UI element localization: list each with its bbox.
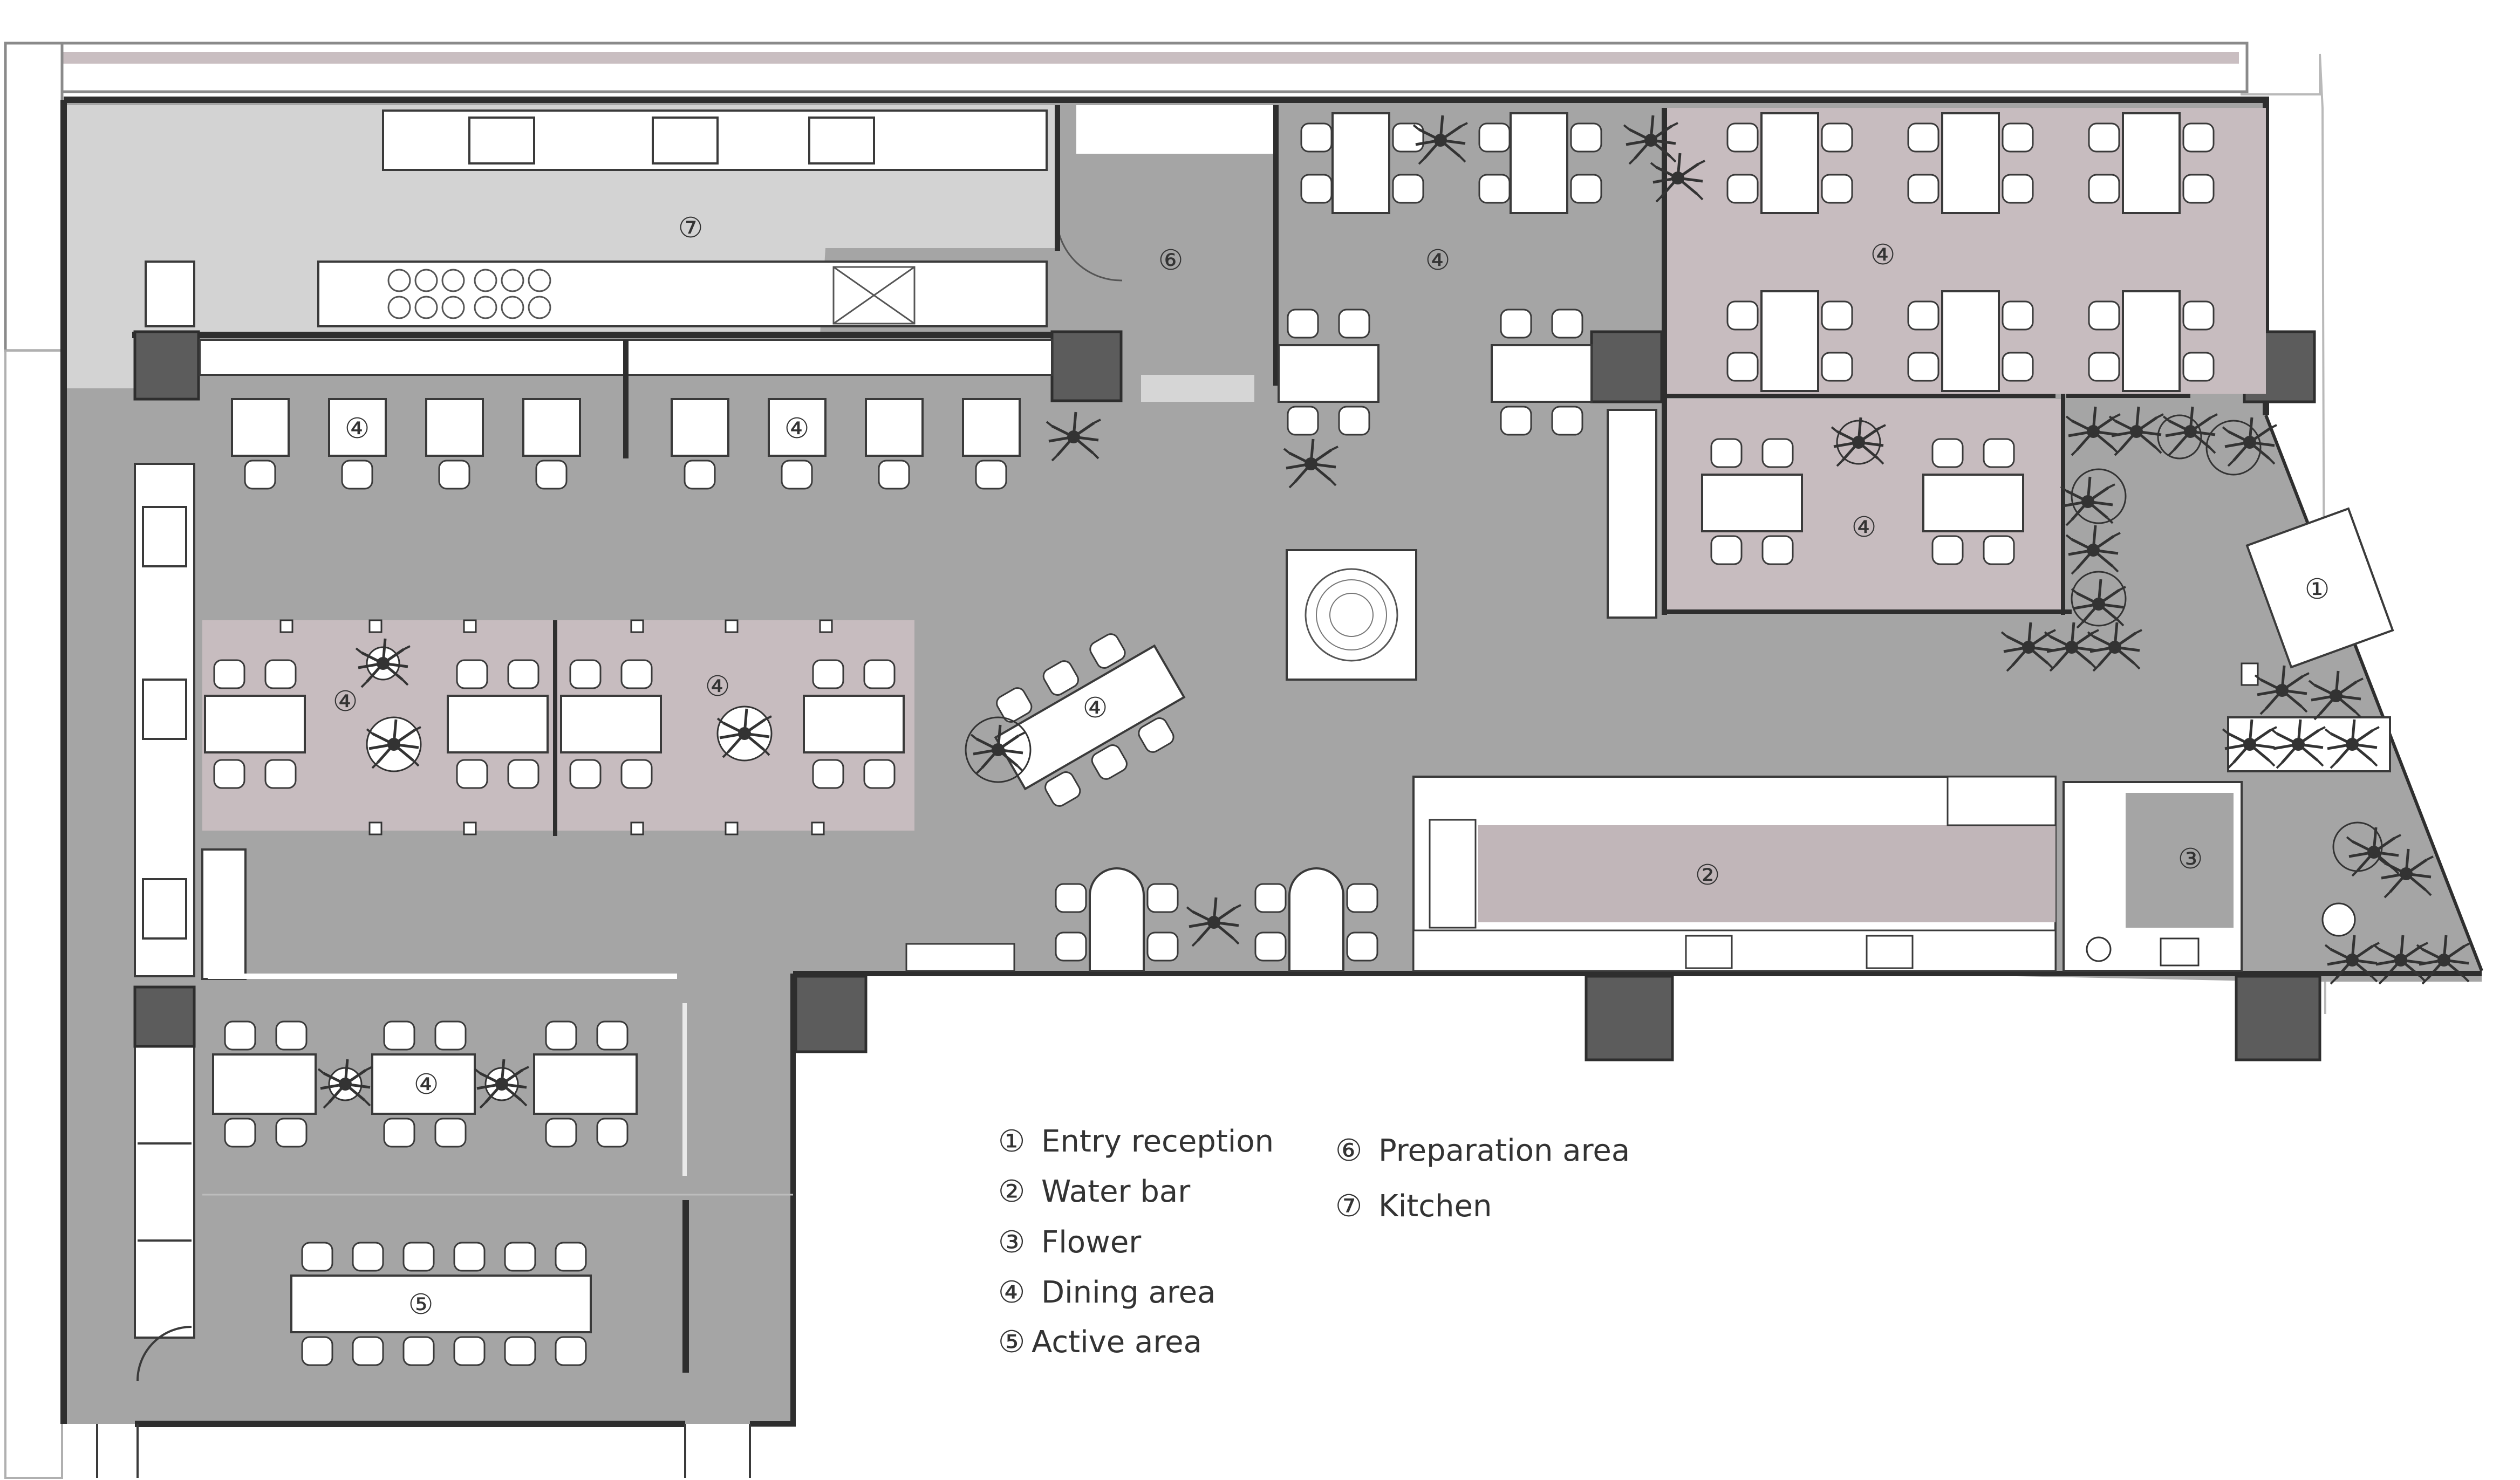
structural-columns xyxy=(133,330,2321,1061)
legend-item: ① Entry reception xyxy=(998,1124,1274,1159)
flower-room: ③ xyxy=(2063,781,2471,984)
dining-row-top: ④ ④ xyxy=(231,398,1021,490)
dining-top-right: ④ xyxy=(1726,112,2215,392)
dining-top-middle: ④ xyxy=(1278,112,1705,436)
flower-marker: ③ xyxy=(2178,843,2203,875)
dining-strip-middle: ④ ④ xyxy=(204,619,905,835)
planters-right xyxy=(2002,407,2277,671)
legend-marker: ⑦ xyxy=(1335,1189,1362,1224)
threshold xyxy=(1141,375,1254,402)
legend-marker: ③ xyxy=(998,1225,1025,1260)
legend-label: Water bar xyxy=(1041,1174,1191,1209)
legend-marker: ④ xyxy=(998,1275,1025,1310)
legend-item: ⑥ Preparation area xyxy=(1335,1133,1630,1168)
legend-marker: ⑤ xyxy=(998,1325,1025,1360)
legend-item: ④ Dining area xyxy=(998,1275,1215,1310)
dining-marker: ④ xyxy=(1870,239,1896,271)
legend-label: Flower xyxy=(1041,1225,1142,1260)
divider xyxy=(623,340,629,458)
entry-reception-marker: ① xyxy=(2305,573,2330,606)
preparation-area-marker: ⑥ xyxy=(1158,244,1184,277)
active-area: ⑤ xyxy=(290,1242,592,1366)
legend-marker: ⑥ xyxy=(1335,1133,1362,1168)
dining-lower-left: ④ xyxy=(202,974,793,1373)
dining-marker: ④ xyxy=(1852,511,1877,544)
dining-mid-right: ④ xyxy=(1701,417,2024,565)
interior-walls xyxy=(132,105,2190,615)
legend-item: ⑦ Kitchen xyxy=(1335,1189,1492,1224)
legend-label: Kitchen xyxy=(1378,1189,1492,1224)
diagonal-table xyxy=(993,631,1186,810)
service-fixtures xyxy=(96,463,751,1478)
legend-marker: ② xyxy=(998,1174,1025,1209)
water-bar: ② xyxy=(1412,776,2057,972)
central-flower-feature xyxy=(1286,549,1417,681)
legend-label: Dining area xyxy=(1041,1275,1215,1310)
kitchen-counters: ⑦ xyxy=(145,109,1048,327)
kitchen-marker: ⑦ xyxy=(678,212,704,244)
dining-marker: ④ xyxy=(345,413,370,445)
legend-label: Active area xyxy=(1032,1325,1202,1360)
legend-item: ⑤ Active area xyxy=(998,1325,1202,1360)
dining-marker: ④ xyxy=(414,1068,439,1101)
legend-label: Preparation area xyxy=(1378,1133,1630,1168)
dining-marker: ④ xyxy=(784,413,810,445)
entry-reception: ① xyxy=(2223,507,2394,772)
dining-marker: ④ xyxy=(1425,244,1451,277)
active-area-marker: ⑤ xyxy=(408,1289,434,1321)
exterior-perimeter xyxy=(4,42,2326,1479)
legend-item: ③ Flower xyxy=(998,1225,1142,1260)
water-bar-marker: ② xyxy=(1695,859,1720,892)
legend-item: ② Water bar xyxy=(998,1174,1191,1209)
legend-marker: ① xyxy=(998,1124,1025,1159)
dining-marker: ④ xyxy=(1083,692,1108,724)
dining-marker: ④ xyxy=(705,670,730,703)
legend: ① Entry reception ② Water bar ③ Flower ④… xyxy=(998,1124,1630,1360)
booths xyxy=(905,867,1378,972)
legend-label: Entry reception xyxy=(1041,1124,1274,1159)
dining-marker: ④ xyxy=(333,686,358,718)
